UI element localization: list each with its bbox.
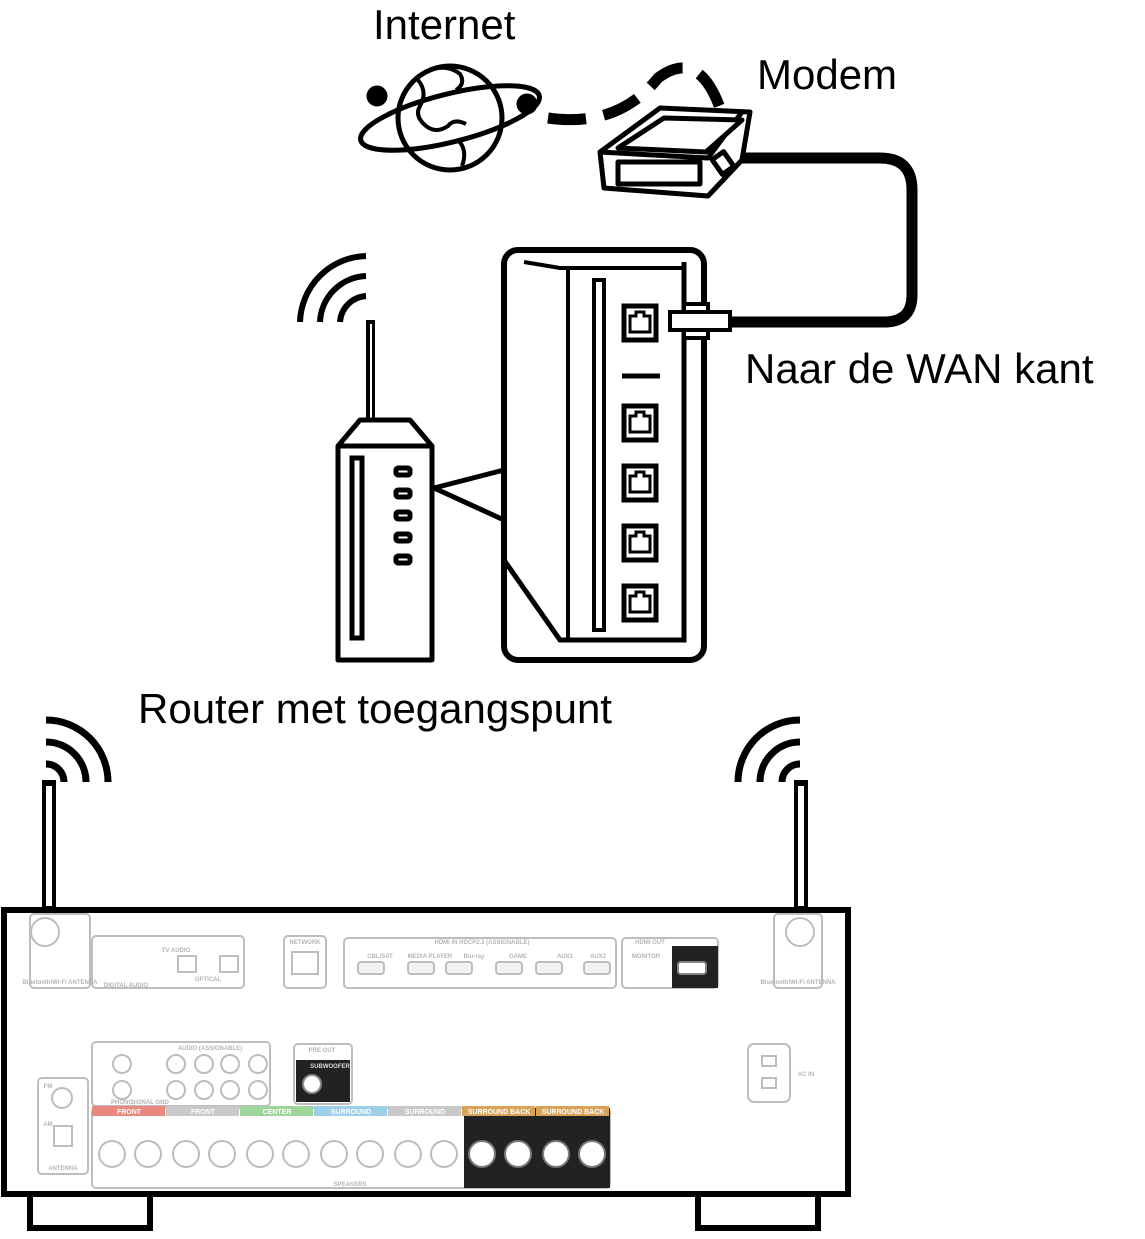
hdmi-in-header: HDMI IN HDCP2.3 (ASSIGNABLE): [434, 940, 529, 946]
antenna-left: [42, 716, 112, 912]
speaker-group-label: SURROUND BACK: [542, 1109, 605, 1116]
hdmi-in-label: AUX1: [557, 954, 574, 960]
lan-port: [621, 403, 659, 443]
bt-antenna-label: Bluetooth/Wi-Fi ANTENNA: [760, 980, 836, 986]
am-label: AM: [43, 1122, 52, 1128]
lan-port: [621, 583, 659, 623]
speaker-group-label: SURROUND BACK: [468, 1109, 531, 1116]
phono-label: PHONO: [111, 1100, 133, 1106]
lan-port: [621, 523, 659, 563]
router-icon: [335, 320, 435, 663]
ac-in-label: AC IN: [798, 1072, 814, 1078]
ethernet-plug-icon: [668, 302, 732, 340]
wan-side-label: Naar de WAN kant: [745, 345, 1094, 392]
dashed-internet-link: [547, 62, 726, 126]
speaker-group-label: FRONT: [191, 1109, 216, 1116]
wan-cable: [732, 152, 918, 328]
wan-port: [621, 303, 659, 343]
hdmi-in-label: MEDIA PLAYER: [408, 954, 453, 960]
tv-audio-label: TV AUDIO: [162, 948, 191, 954]
ethernet-ports: [621, 303, 659, 623]
signal-gnd-label: SIGNAL GND: [131, 1100, 169, 1106]
modem-label: Modem: [757, 51, 898, 98]
speaker-headers: FRONT FRONT CENTER SURROUND SURROUND SURROUND…: [92, 1106, 609, 1116]
hdmi-in-label: GAME: [509, 954, 527, 960]
hdmi-in-block: [343, 937, 617, 989]
speakers-label: SPEAKERS: [333, 1182, 366, 1188]
speaker-group-header: [536, 1106, 609, 1116]
digital-audio-label: DIGITAL AUDIO: [104, 983, 149, 989]
speaker-group-header: [92, 1106, 165, 1116]
speaker-group-header: [462, 1106, 535, 1116]
fm-label: FM: [44, 1084, 53, 1090]
speaker-group-label: SURROUND: [331, 1109, 371, 1116]
receiver-foot: [27, 1192, 153, 1231]
router-label: Router met toegangspunt: [138, 685, 612, 732]
network-label: NETWORK: [290, 940, 322, 946]
speaker-group-label: SURROUND: [405, 1109, 445, 1116]
monitor-label: MONITOR: [632, 954, 661, 960]
bt-antenna-label: Bluetooth/Wi-Fi ANTENNA: [22, 980, 98, 986]
speaker-group-label: CENTER: [263, 1109, 292, 1116]
optical-label: OPTICAL: [195, 977, 222, 983]
speaker-group-header: [314, 1106, 387, 1116]
globe-icon: [358, 63, 542, 173]
subwoofer-label: SUBWOOFER: [310, 1064, 350, 1070]
lan-port: [621, 463, 659, 503]
pre-out-label: PRE OUT: [309, 1048, 336, 1054]
speaker-group-header: [388, 1106, 461, 1116]
antenna-label: ANTENNA: [48, 1166, 78, 1172]
av-receiver: FRONT FRONT CENTER SURROUND SURROUND SURROUND…: [1, 716, 851, 1231]
audio-assignable-label: AUDIO (ASSIGNABLE): [178, 1046, 242, 1052]
receiver-foot: [695, 1192, 821, 1231]
internet-label: Internet: [373, 1, 516, 48]
hdmi-in-label: CBL/SAT: [367, 954, 393, 960]
speaker-group-label: FRONT: [117, 1109, 142, 1116]
modem-icon: [597, 105, 753, 199]
antenna-right: [734, 716, 808, 912]
router-wifi-icon: [297, 253, 367, 323]
hdmi-in-label: AUX2: [590, 954, 607, 960]
ac-inlet: [747, 1043, 791, 1103]
callout-wedge: [431, 467, 507, 523]
hdmi-out-label: HDMI OUT: [635, 940, 665, 946]
speaker-group-header: [240, 1106, 313, 1116]
digital-audio-block: [91, 935, 245, 989]
speaker-group-header: [166, 1106, 239, 1116]
hdmi-in-label: Blu-ray: [464, 954, 485, 960]
